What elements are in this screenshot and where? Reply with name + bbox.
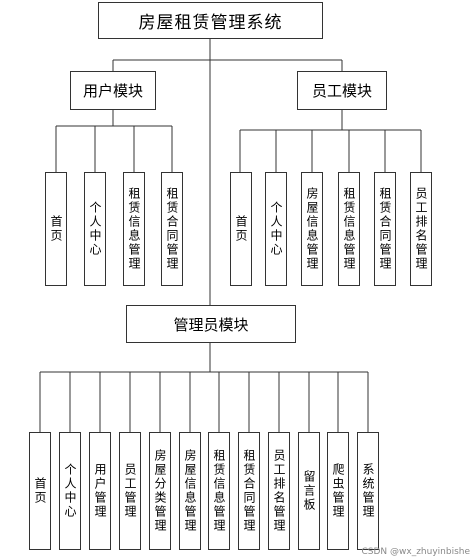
watermark: CSDN @wx_zhuyinbishe — [361, 547, 470, 557]
staff-module-label: 员工模块 — [311, 82, 372, 100]
staff-item-rental-contract: 租赁合同管理 — [374, 172, 396, 286]
admin-item-crawler-mgmt: 爬虫管理 — [327, 432, 349, 550]
user-item-rental-info: 租赁信息管理 — [123, 172, 145, 286]
user-item-rental-contract: 租赁合同管理 — [161, 172, 183, 286]
admin-item-system-mgmt: 系统管理 — [357, 432, 379, 550]
user-module-label: 用户模块 — [82, 82, 143, 100]
user-module-box: 用户模块 — [70, 71, 156, 110]
admin-item-profile: 个人中心 — [59, 432, 81, 550]
admin-item-rental-info: 租赁信息管理 — [208, 432, 230, 550]
staff-item-ranking: 员工排名管理 — [410, 172, 432, 286]
admin-item-home: 首页 — [29, 432, 51, 550]
staff-item-rental-info: 租赁信息管理 — [338, 172, 360, 286]
admin-item-house-info: 房屋信息管理 — [179, 432, 201, 550]
staff-item-home: 首页 — [230, 172, 252, 286]
staff-item-house-info: 房屋信息管理 — [301, 172, 323, 286]
user-item-profile: 个人中心 — [84, 172, 106, 286]
admin-item-ranking: 员工排名管理 — [268, 432, 290, 550]
admin-module-label: 管理员模块 — [173, 315, 249, 334]
user-item-home: 首页 — [45, 172, 67, 286]
admin-module-box: 管理员模块 — [126, 305, 296, 343]
admin-item-staff-mgmt: 员工管理 — [119, 432, 141, 550]
system-title: 房屋租赁管理系统 — [138, 13, 283, 33]
admin-item-message-board: 留言板 — [298, 432, 320, 550]
staff-module-box: 员工模块 — [297, 71, 387, 110]
system-title-box: 房屋租赁管理系统 — [98, 2, 323, 39]
admin-item-house-category: 房屋分类管理 — [149, 432, 171, 550]
admin-item-rental-contract: 租赁合同管理 — [238, 432, 260, 550]
admin-item-user-mgmt: 用户管理 — [89, 432, 111, 550]
staff-item-profile: 个人中心 — [265, 172, 287, 286]
